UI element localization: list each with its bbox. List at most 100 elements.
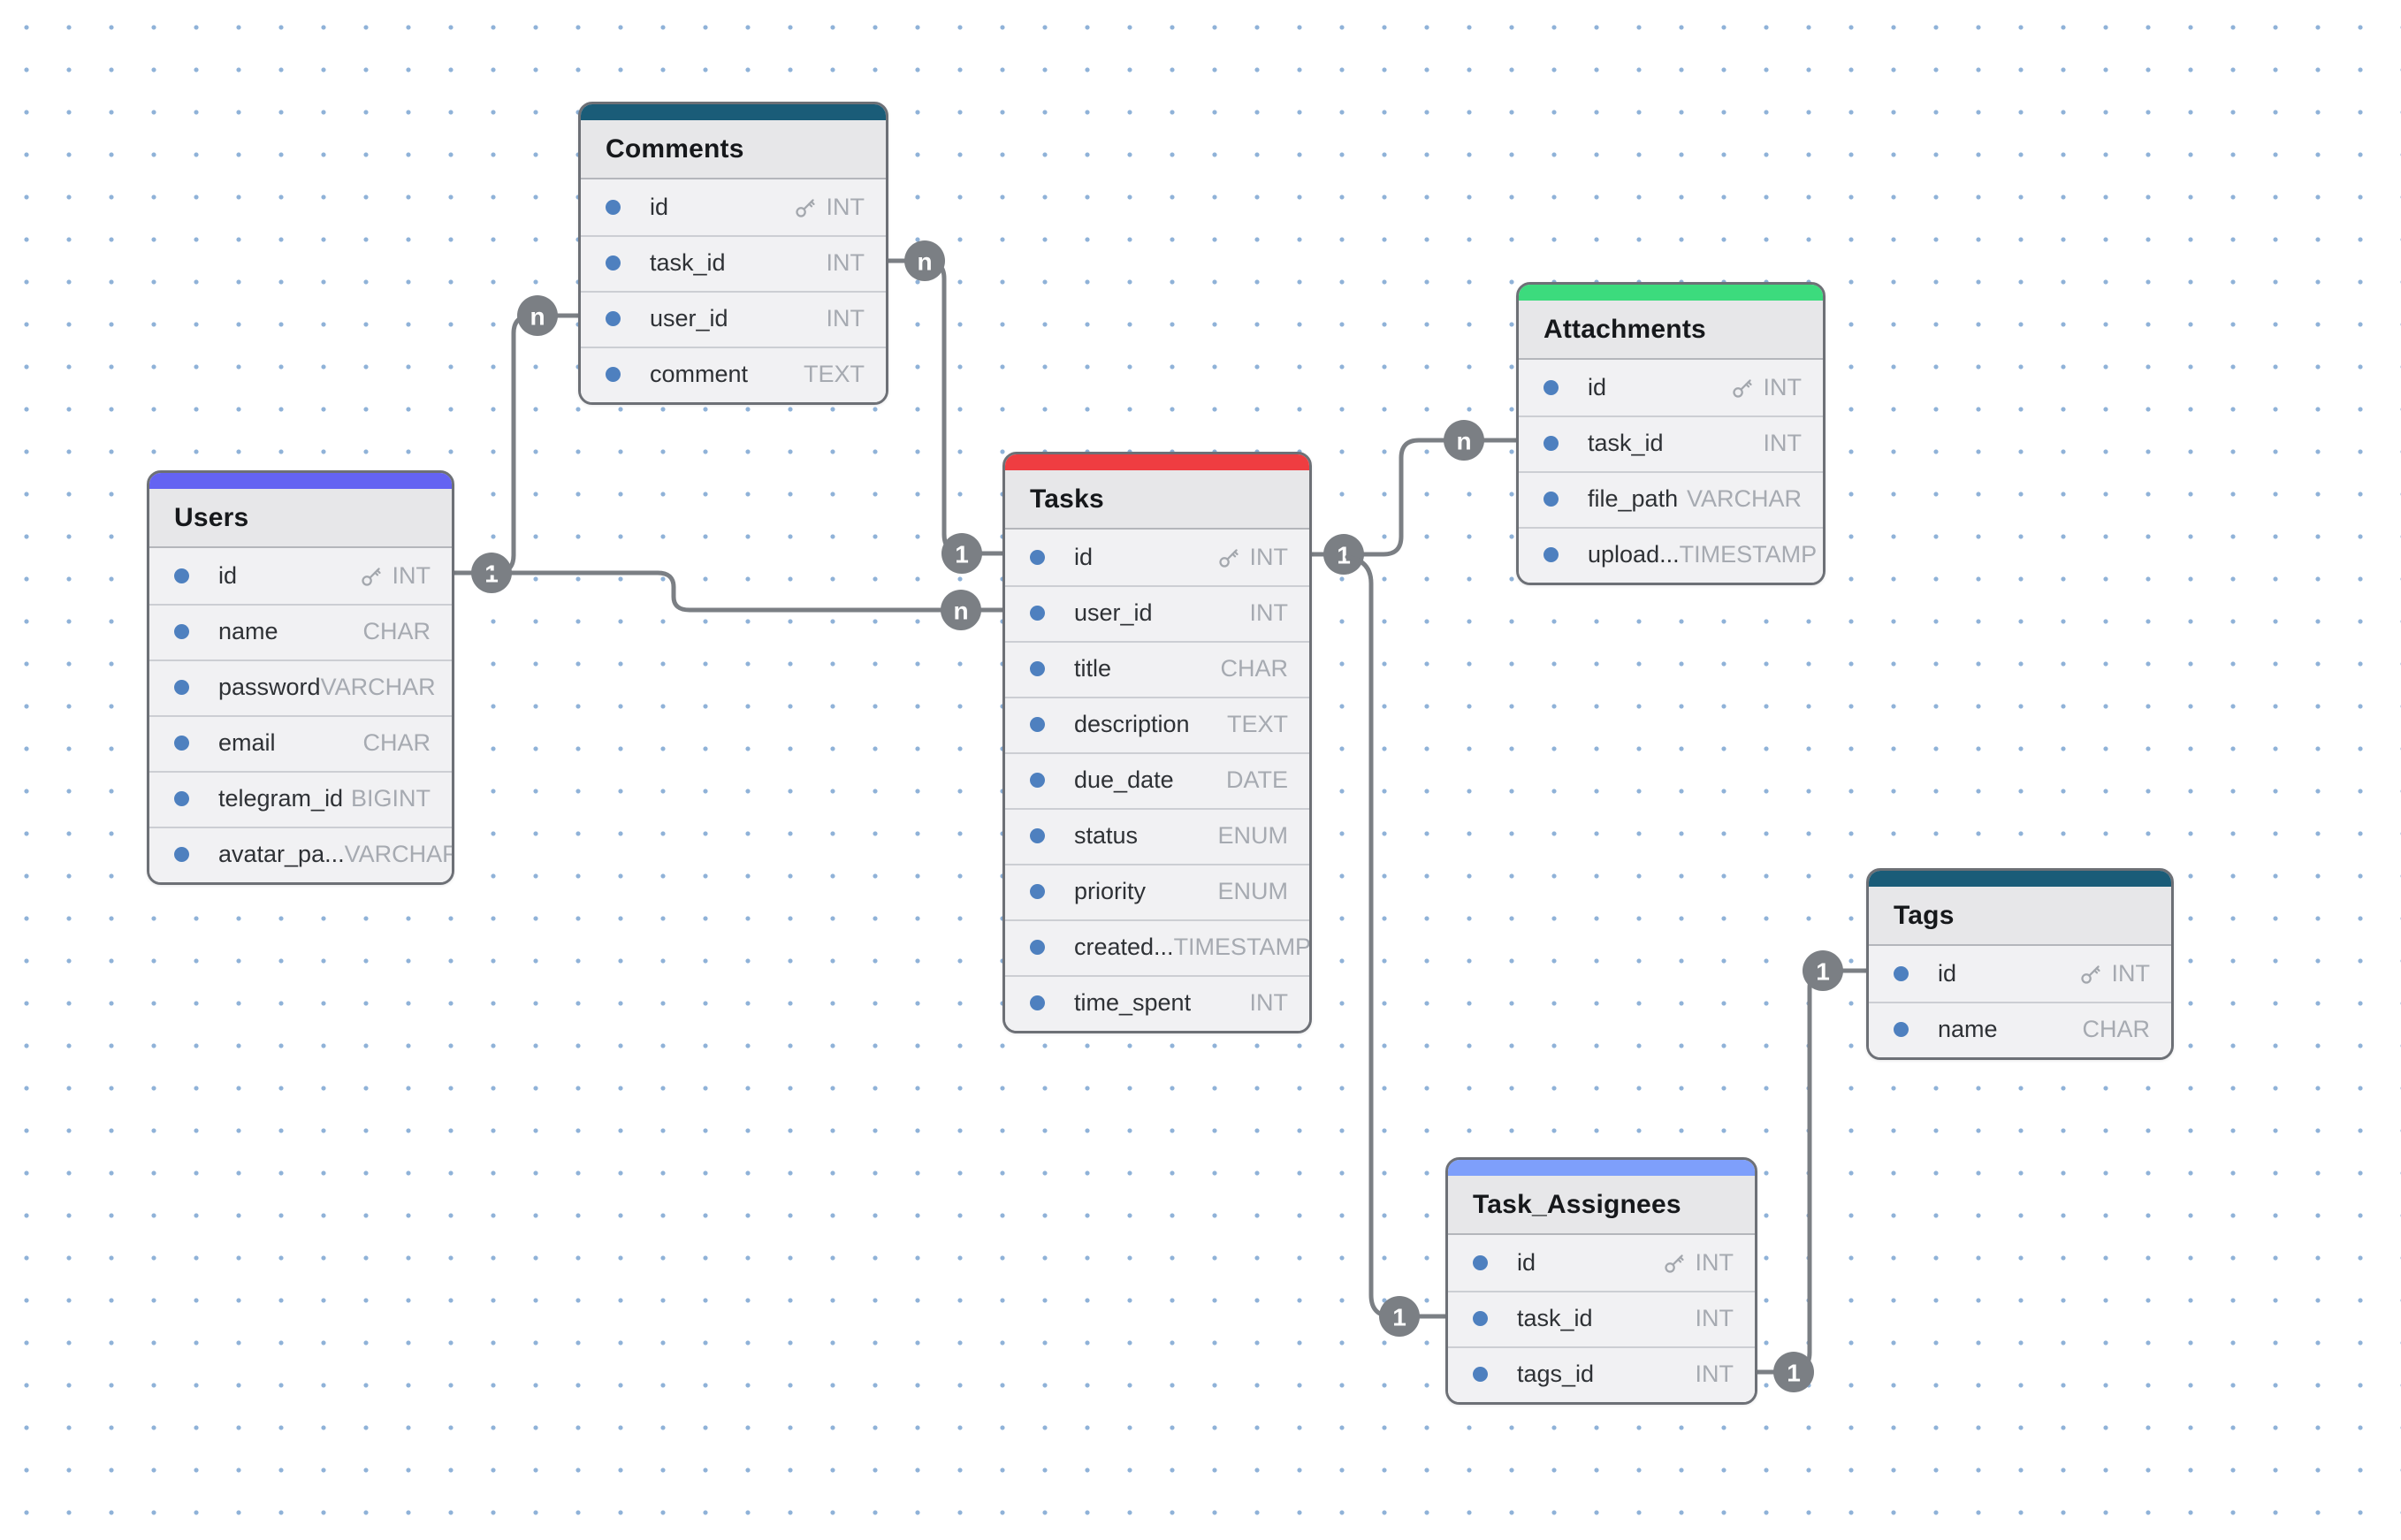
table-accent-bar bbox=[149, 473, 452, 489]
relationship-line-tasks_id-task_assignees_task_id[interactable] bbox=[1345, 554, 1448, 1319]
field-type: VARCHAR bbox=[320, 674, 436, 700]
field-name: avatar_pa... bbox=[218, 841, 345, 867]
field-dot-icon bbox=[606, 311, 621, 326]
field-dot-icon bbox=[174, 736, 189, 751]
field-name: id bbox=[1517, 1249, 1536, 1276]
field-name: id bbox=[218, 562, 238, 589]
field-dot-icon bbox=[1030, 661, 1045, 676]
field-row-tasks-1[interactable]: user_id INT bbox=[1005, 585, 1309, 641]
field-name: title bbox=[1074, 655, 1112, 682]
primary-key-icon bbox=[1218, 549, 1239, 568]
field-type: BIGINT bbox=[350, 785, 431, 812]
field-dot-icon bbox=[606, 255, 621, 271]
field-name: user_id bbox=[1074, 599, 1153, 626]
field-type: INT bbox=[826, 194, 865, 220]
field-name: upload... bbox=[1588, 541, 1680, 568]
field-dot-icon bbox=[174, 624, 189, 639]
relationship-line-tasks_id-attachments_task_id[interactable] bbox=[1304, 438, 1519, 557]
field-type: CHAR bbox=[2082, 1016, 2150, 1042]
table-accent-bar bbox=[1519, 285, 1823, 301]
field-dot-icon bbox=[174, 847, 189, 862]
field-name: comment bbox=[650, 361, 749, 387]
field-row-task_assignees-0[interactable]: id INT bbox=[1448, 1235, 1755, 1291]
table-title[interactable]: Tags bbox=[1869, 887, 2171, 946]
field-dot-icon bbox=[1544, 492, 1559, 507]
table-accent-bar bbox=[581, 104, 886, 120]
field-row-attachments-3[interactable]: upload...TIMESTAMP bbox=[1519, 527, 1823, 583]
field-row-comments-0[interactable]: id INT bbox=[581, 179, 886, 235]
field-name: priority bbox=[1074, 878, 1147, 904]
field-dot-icon bbox=[1030, 995, 1045, 1010]
field-type: INT bbox=[1249, 544, 1289, 570]
relationship-line-users_id-tasks_user_id[interactable] bbox=[446, 570, 1005, 613]
field-type: ENUM bbox=[1217, 822, 1289, 849]
field-type: INT bbox=[1695, 1249, 1734, 1276]
field-dot-icon bbox=[1544, 547, 1559, 562]
field-type: INT bbox=[826, 249, 865, 276]
table-title[interactable]: Comments bbox=[581, 120, 886, 179]
field-type: VARCHAR bbox=[1686, 485, 1802, 512]
table-title[interactable]: Task_Assignees bbox=[1448, 1176, 1755, 1235]
relationship-line-tags_id-task_assignees_tags_id[interactable] bbox=[1749, 968, 1869, 1375]
field-type: TEXT bbox=[1226, 711, 1288, 737]
relationship-line-comments_task_id-tasks_id[interactable] bbox=[880, 258, 1005, 556]
table-title[interactable]: Attachments bbox=[1519, 301, 1823, 360]
field-name: task_id bbox=[1588, 430, 1664, 456]
field-name: telegram_id bbox=[218, 785, 344, 812]
field-name: created... bbox=[1074, 934, 1174, 960]
field-name: task_id bbox=[650, 249, 726, 276]
field-row-users-5[interactable]: avatar_pa...VARCHAR bbox=[149, 827, 452, 882]
primary-key-icon bbox=[361, 568, 381, 586]
field-name: id bbox=[650, 194, 669, 220]
field-type: INT bbox=[2111, 960, 2151, 987]
field-type: TIMESTAMP bbox=[1679, 541, 1818, 568]
field-type: INT bbox=[1249, 599, 1289, 626]
field-name: user_id bbox=[650, 305, 728, 332]
field-row-comments-1[interactable]: task_id INT bbox=[581, 235, 886, 291]
primary-key-icon bbox=[1664, 1254, 1684, 1273]
field-type: TIMESTAMP bbox=[1173, 934, 1312, 960]
relationship-line-users_id-comments_user_id[interactable] bbox=[446, 313, 581, 576]
table-title[interactable]: Users bbox=[149, 489, 452, 548]
field-row-tags-0[interactable]: id INT bbox=[1869, 946, 2171, 1002]
field-dot-icon bbox=[1894, 1022, 1909, 1037]
field-name: id bbox=[1938, 960, 1957, 987]
field-row-attachments-2[interactable]: file_path VARCHAR bbox=[1519, 471, 1823, 527]
table-title[interactable]: Tasks bbox=[1005, 470, 1309, 530]
field-name: tags_id bbox=[1517, 1361, 1595, 1387]
field-dot-icon bbox=[1473, 1367, 1488, 1382]
field-dot-icon bbox=[1030, 773, 1045, 788]
field-row-tasks-7[interactable]: created...TIMESTAMP bbox=[1005, 919, 1309, 975]
field-name: id bbox=[1588, 374, 1607, 400]
field-name: file_path bbox=[1588, 485, 1679, 512]
primary-key-icon bbox=[795, 199, 815, 217]
field-row-users-0[interactable]: id INT bbox=[149, 548, 452, 604]
field-dot-icon bbox=[1473, 1311, 1488, 1326]
field-type: INT bbox=[392, 562, 431, 589]
